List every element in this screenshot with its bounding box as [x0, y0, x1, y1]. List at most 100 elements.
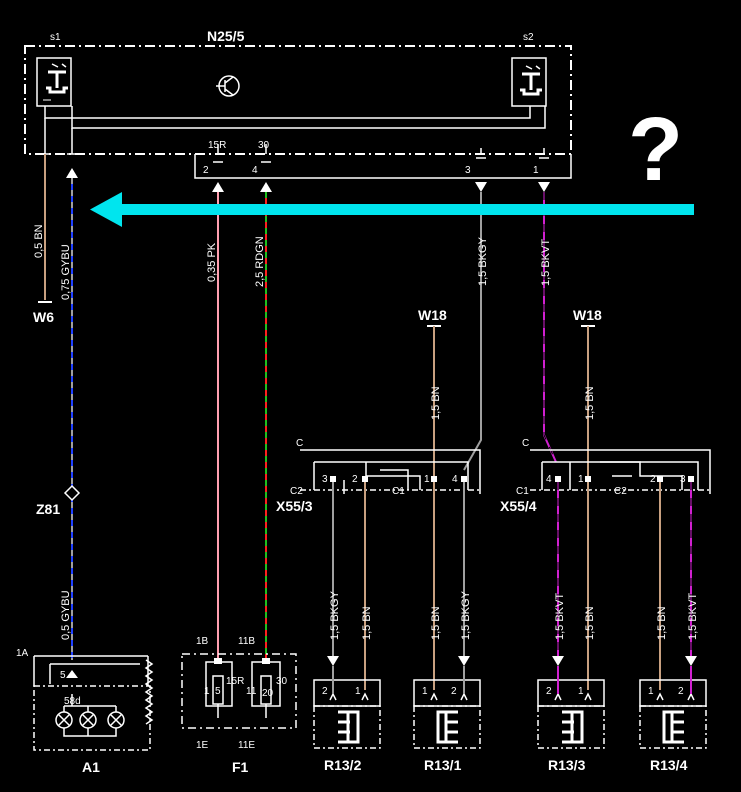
svg-text:1: 1 — [578, 474, 584, 485]
r13-4-label: R13/4 — [650, 757, 688, 773]
svg-text:4: 4 — [546, 474, 552, 485]
wire-bkvt-top — [543, 192, 557, 463]
conn-mark-gybu — [66, 168, 78, 178]
wire-label-b-bn-3: 1,5 BN — [584, 606, 596, 640]
n25-5-label: N25/5 — [207, 28, 245, 44]
svg-text:2: 2 — [650, 474, 656, 485]
svg-text:2: 2 — [451, 686, 457, 697]
svg-text:2: 2 — [352, 474, 358, 485]
svg-text:4: 4 — [452, 474, 458, 485]
transistor-icon — [216, 75, 240, 97]
svg-text:3: 3 — [322, 474, 328, 485]
svg-text:5: 5 — [60, 670, 66, 681]
svg-text:20: 20 — [262, 688, 274, 699]
svg-text:C2: C2 — [290, 486, 303, 497]
svg-text:1: 1 — [578, 686, 584, 697]
svg-text:2: 2 — [678, 686, 684, 697]
svg-text:11E: 11E — [238, 740, 255, 751]
w18-label-b: W18 — [573, 307, 602, 323]
r13-4-sensor: 1 2 — [639, 679, 707, 749]
svg-text:1: 1 — [424, 474, 430, 485]
wire-label-gybu-075: 0,75 GYBU — [60, 244, 72, 300]
s1-switch-icon — [36, 57, 72, 107]
svg-text:1B: 1B — [196, 636, 209, 647]
r13-2-sensor: 2 1 — [313, 679, 381, 749]
wire-label-bkvt-top: 1,5 BKVT — [540, 239, 552, 286]
a1-label: A1 — [82, 759, 100, 775]
wire-label-gybu-05: 0,5 GYBU — [60, 590, 72, 640]
wire-label-b-bkgy-1: 1,5 BKGY — [329, 590, 341, 640]
conn-mark-bkvt — [538, 182, 550, 192]
z81-splice-icon — [63, 484, 81, 502]
svg-text:1: 1 — [355, 686, 361, 697]
svg-text:C2: C2 — [614, 486, 627, 497]
f1-label: F1 — [232, 759, 249, 775]
wire-label-pk-035: 0,35 PK — [206, 242, 218, 282]
x55-3-connector: C C2 C1 3 2 1 4 — [290, 438, 481, 497]
svg-text:1A: 1A — [16, 648, 29, 659]
wire-label-rdgn-25: 2,5 RDGN — [254, 236, 266, 287]
x55-4-label: X55/4 — [500, 498, 537, 514]
wire-label-bn-05: 0,5 BN — [33, 224, 45, 258]
svg-text:1E: 1E — [196, 740, 209, 751]
f1-fuse-box: 1B 11B 1E 11E 1 5 15R 11 20 30 — [181, 636, 297, 751]
r13-1-sensor: 1 2 — [413, 679, 481, 749]
wire-label-b-bn-2: 1,5 BN — [430, 606, 442, 640]
conn-mark-rdgn — [260, 182, 272, 192]
wire-label-b-bkvt-1: 1,5 BKVT — [554, 593, 566, 640]
wire-label-b-bkvt-2: 1,5 BKVT — [687, 593, 699, 640]
svg-text:11: 11 — [246, 686, 257, 697]
conn-mark-bkgy — [475, 182, 487, 192]
conn-mark-pk — [212, 182, 224, 192]
w18-label-a: W18 — [418, 307, 447, 323]
wire-label-b-bn-1: 1,5 BN — [361, 606, 373, 640]
svg-text:5: 5 — [215, 686, 221, 697]
svg-text:15R: 15R — [226, 676, 244, 687]
svg-text:C1: C1 — [516, 486, 529, 497]
pin-n25-2: 2 — [203, 165, 209, 176]
pin-n25-4: 4 — [252, 165, 258, 176]
lamp-icon — [55, 711, 125, 729]
svg-text:1: 1 — [648, 686, 654, 697]
svg-text:30: 30 — [276, 676, 288, 687]
internal-rail-lower — [71, 106, 546, 129]
wire-bkgy-top — [463, 192, 482, 471]
x55-3-label: X55/3 — [276, 498, 313, 514]
wire-label-bkgy-top: 1,5 BKGY — [477, 236, 489, 286]
wire-label-b-bkgy-2: 1,5 BKGY — [460, 590, 472, 640]
svg-text:11B: 11B — [238, 636, 255, 647]
question-mark: ? — [628, 100, 683, 200]
x55-4-connector: C C1 C2 4 1 2 3 — [516, 438, 711, 497]
pin-n25-3: 3 — [465, 165, 471, 176]
pin-n25-30: 30 — [258, 140, 270, 151]
svg-text:C: C — [522, 438, 529, 449]
r13-1-label: R13/1 — [424, 757, 462, 773]
wire-label-b-bn-4: 1,5 BN — [656, 606, 668, 640]
w6-label: W6 — [33, 309, 54, 325]
cyan-arrow-icon — [90, 192, 694, 227]
s1-label: s1 — [50, 32, 61, 43]
r13-2-label: R13/2 — [324, 757, 362, 773]
internal-rail-upper — [44, 106, 531, 119]
svg-text:1: 1 — [422, 686, 428, 697]
n25-5-box — [24, 45, 572, 155]
pin-n25-1: 1 — [533, 165, 539, 176]
svg-text:C: C — [296, 438, 303, 449]
svg-text:2: 2 — [322, 686, 328, 697]
wire-label-bn-w18b: 1,5 BN — [584, 386, 596, 420]
z81-label: Z81 — [36, 501, 60, 517]
svg-text:3: 3 — [680, 474, 686, 485]
svg-text:2: 2 — [546, 686, 552, 697]
pin-n25-15r: 15R — [208, 140, 226, 151]
s2-switch-icon — [511, 57, 547, 107]
r13-3-label: R13/3 — [548, 757, 586, 773]
s2-label: s2 — [523, 32, 534, 43]
wire-label-bn-w18a: 1,5 BN — [430, 386, 442, 420]
svg-text:58d: 58d — [64, 696, 81, 707]
svg-text:C1: C1 — [392, 486, 405, 497]
r13-3-sensor: 2 1 — [537, 679, 605, 749]
n25-connector-strip — [194, 154, 572, 179]
a1-cluster: 1A 5 58d — [16, 648, 154, 751]
svg-text:1: 1 — [204, 686, 210, 697]
